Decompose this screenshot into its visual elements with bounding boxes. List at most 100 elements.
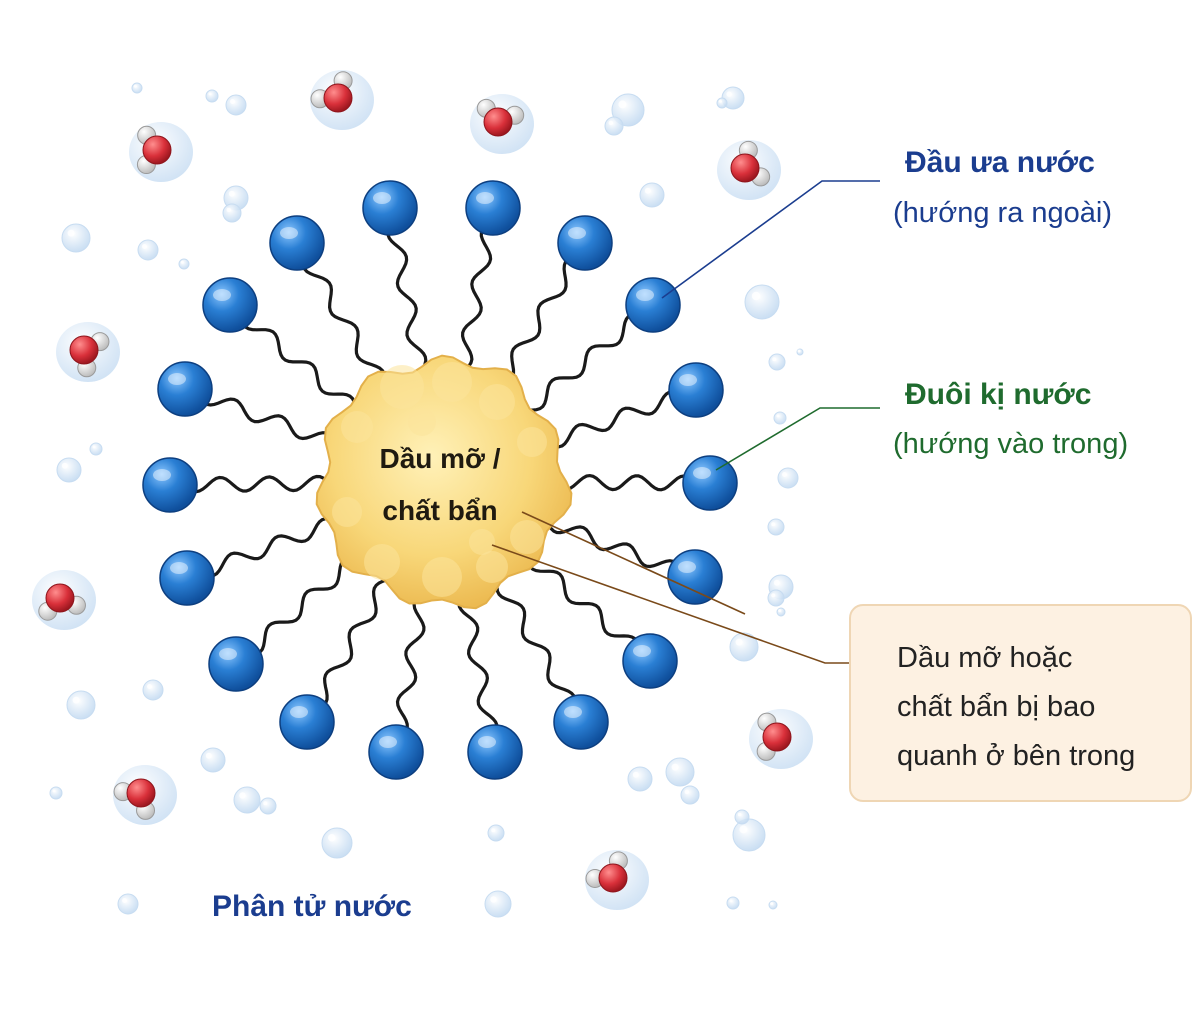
water-droplet (222, 203, 242, 223)
water-droplet (66, 690, 96, 720)
hydrophilic-head (682, 455, 738, 511)
oil-core-bump (380, 365, 424, 409)
hydrophilic-head-highlight (219, 648, 237, 660)
hydrophilic-head (202, 277, 258, 333)
oil-core-bump (341, 411, 373, 443)
hydrophilic-head-title: Đầu ưa nước (905, 146, 1095, 179)
oxygen-atom (483, 107, 513, 137)
oxygen-atom (45, 583, 75, 613)
water-droplet (56, 457, 82, 483)
callout-line: quanh ở bên trong (897, 740, 1136, 772)
droplet-highlight (770, 902, 774, 906)
droplet-highlight (772, 357, 777, 362)
hydrophilic-head-highlight (168, 373, 186, 385)
oil-core-label-line: Dầu mỡ / (379, 443, 501, 474)
oil-core-bump (469, 529, 495, 555)
droplet-highlight (208, 92, 212, 96)
hydrophilic-head-highlight (678, 561, 696, 573)
droplet-highlight (328, 834, 336, 842)
droplet-highlight (142, 244, 147, 249)
water-droplet (773, 411, 787, 425)
droplet-highlight (263, 801, 268, 806)
water-droplet (117, 893, 139, 915)
droplet-highlight (608, 120, 614, 126)
water-droplet (225, 94, 247, 116)
water-droplet (744, 284, 780, 320)
leader-line-core-1 (521, 511, 746, 615)
droplet-highlight (671, 763, 679, 771)
droplet-highlight (61, 462, 68, 469)
leader-line-tail (715, 407, 880, 471)
hydrophilic-head-highlight (170, 562, 188, 574)
water-droplet (205, 89, 219, 103)
hydrophobic-tail (552, 473, 686, 492)
hydrophilic-head-highlight (280, 227, 298, 239)
droplet-highlight (632, 771, 639, 778)
droplet-highlight (737, 812, 742, 817)
hydrophobic-tail-title: Đuôi kị nước (905, 378, 1092, 411)
hydrophilic-head-highlight (568, 227, 586, 239)
water-droplet (200, 747, 226, 773)
water-molecule-label: Phân tử nước (212, 890, 412, 923)
droplet-highlight (782, 472, 787, 477)
droplet-highlight (180, 260, 184, 264)
hydrophobic-tail-subtitle: (hướng vào trong) (893, 428, 1129, 460)
oil-core-bump (510, 520, 544, 554)
hydrophilic-head (625, 277, 681, 333)
droplet-highlight (228, 190, 235, 197)
leader-line-core-2 (491, 544, 850, 664)
droplet-highlight (729, 899, 733, 903)
hydrophilic-head-highlight (379, 736, 397, 748)
hydrophobic-tail (545, 519, 675, 569)
oil-core-bump (364, 544, 400, 580)
leader-line-head (661, 180, 880, 299)
callout-line: Dầu mỡ hoặc (897, 642, 1073, 674)
oxygen-atom (126, 778, 156, 808)
water-molecule (32, 570, 96, 630)
water-molecule (56, 322, 120, 382)
hydrophilic-head-highlight (679, 374, 697, 386)
droplet-highlight (776, 414, 780, 418)
hydrophilic-head-highlight (478, 736, 496, 748)
hydrophobic-tail (495, 577, 576, 698)
hydrophobic-tail (386, 233, 428, 374)
droplet-highlight (205, 752, 212, 759)
hydrophobic-tail (205, 397, 339, 446)
oil-core-texture (332, 362, 547, 597)
water-droplet (627, 766, 653, 792)
water-droplet (777, 467, 799, 489)
water-droplet (776, 607, 786, 617)
oxygen-atom (69, 335, 99, 365)
water-droplet (732, 818, 766, 852)
water-droplet (49, 786, 63, 800)
callout-line: chất bẩn bị bao (897, 691, 1096, 723)
hydrophilic-head (667, 549, 723, 605)
hydrophilic-head-highlight (153, 469, 171, 481)
hydrophilic-heads (142, 180, 738, 780)
hydrophobic-tail (497, 260, 568, 388)
water-droplet (487, 824, 505, 842)
oxygen-atom (598, 863, 628, 893)
oil-core-label-line: chất bẩn (382, 495, 498, 526)
droplet-highlight (726, 91, 732, 97)
hydrophilic-head (467, 724, 523, 780)
leader-lines (491, 180, 880, 664)
oil-core-bump (408, 408, 436, 436)
hydrophilic-head (553, 694, 609, 750)
water-molecule (717, 140, 781, 200)
water-droplet (233, 786, 261, 814)
water-droplet (61, 223, 91, 253)
oil-core-bump (476, 551, 508, 583)
oxygen-atom (142, 135, 172, 165)
hydrophobic-tail (212, 517, 339, 577)
water-droplet (639, 182, 665, 208)
hydrophilic-head-highlight (633, 645, 651, 657)
hydrophilic-head (279, 694, 335, 750)
droplet-highlight (490, 896, 497, 903)
water-molecule (129, 122, 193, 182)
water-droplet (768, 900, 778, 910)
water-droplet (716, 97, 728, 109)
water-droplet (178, 258, 190, 270)
hydrophilic-head (368, 724, 424, 780)
droplet-highlight (230, 99, 235, 104)
